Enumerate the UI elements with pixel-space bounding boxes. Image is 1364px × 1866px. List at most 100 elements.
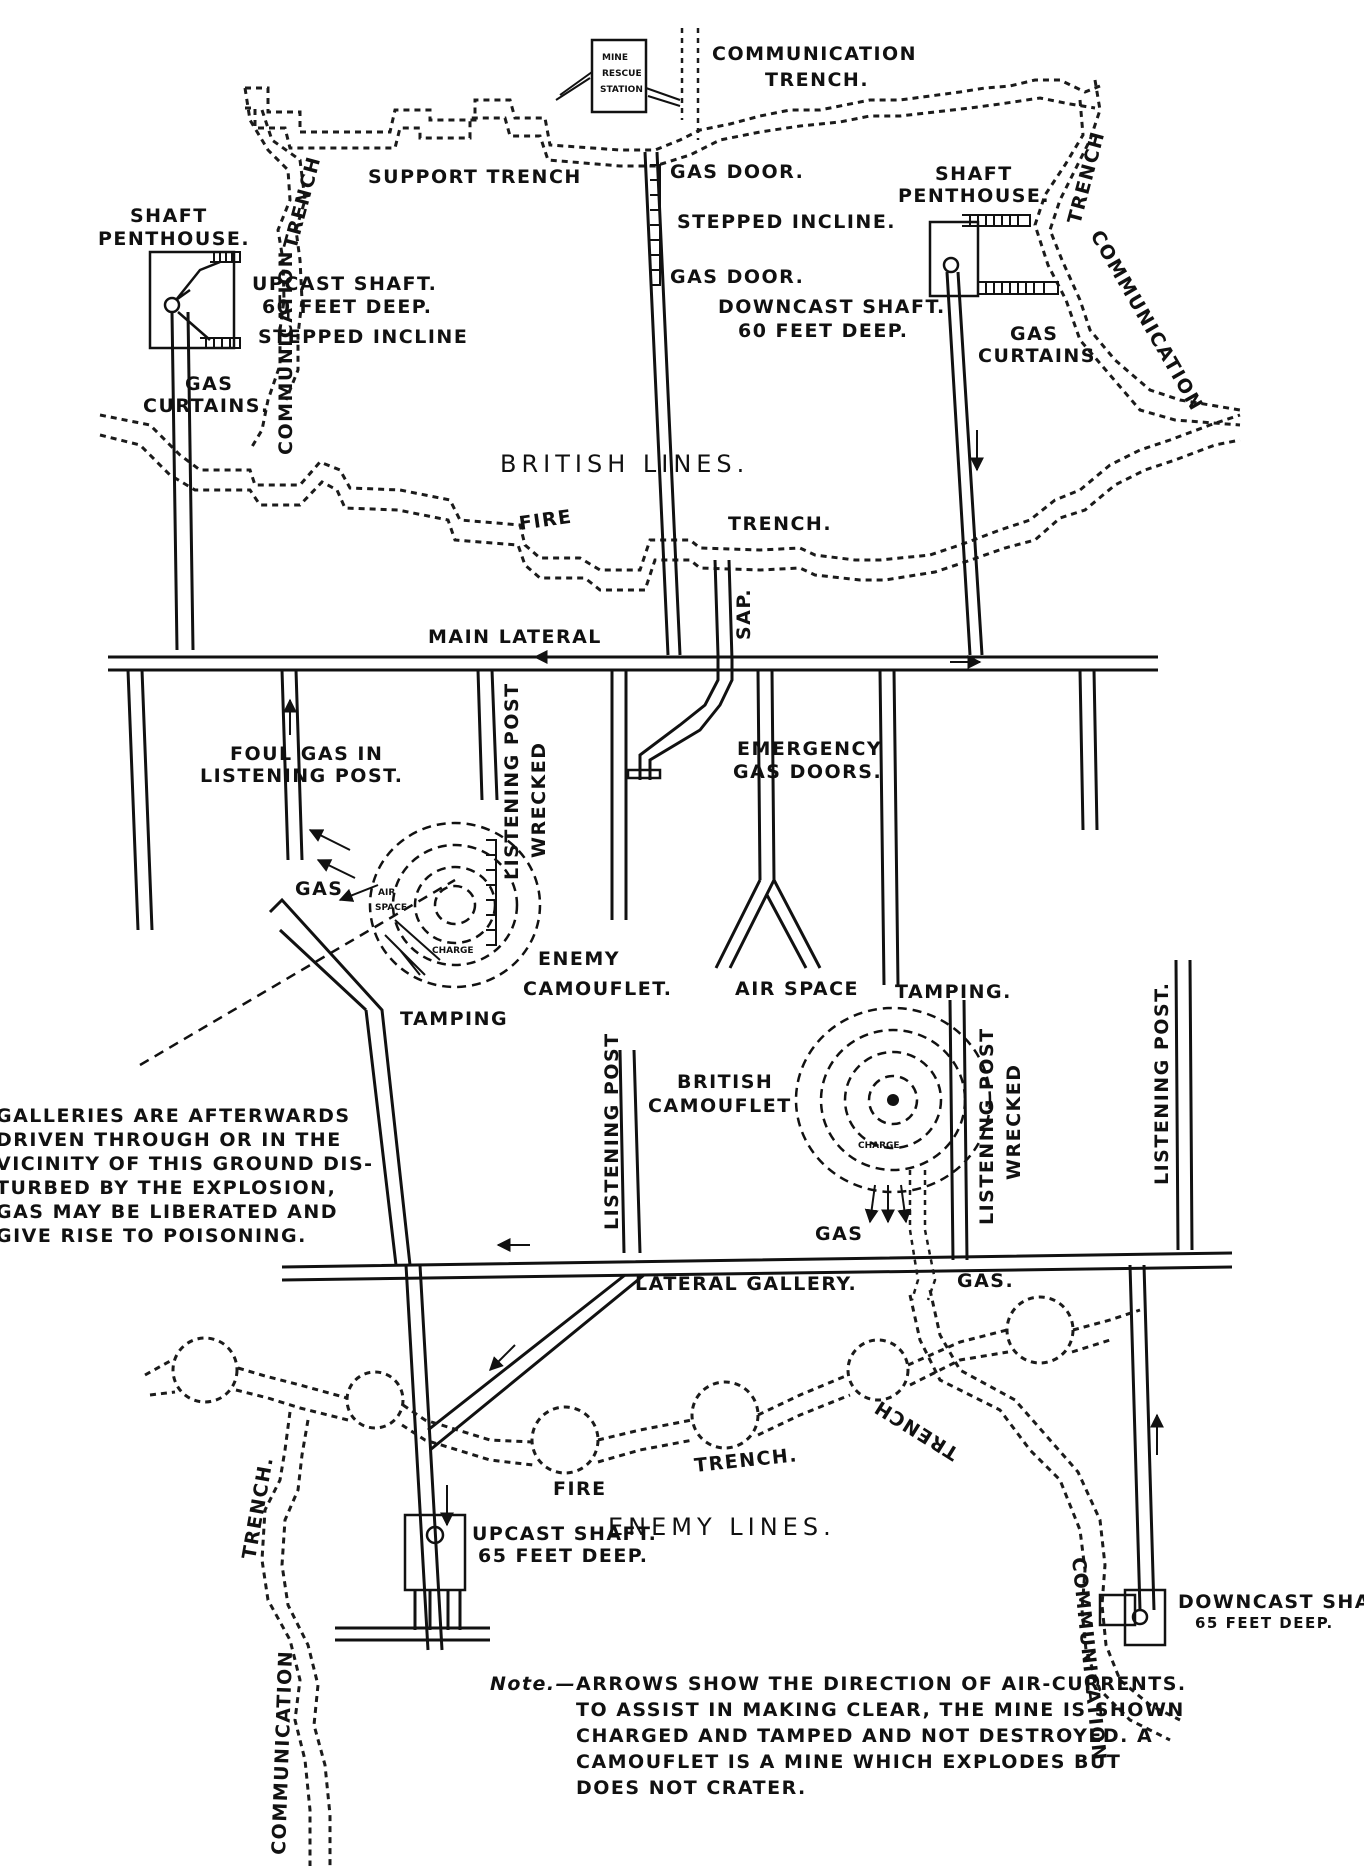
mine-rescue-label-1: MINE (602, 53, 628, 63)
gas-door-label-1: GAS DOOR. (670, 161, 804, 183)
emergency-gas-doors-label-2: GAS DOORS. (733, 761, 882, 783)
upcast-shaft-bottom-label-2: 65 FEET DEEP. (478, 1545, 648, 1567)
communication-trench-label-2: TRENCH. (765, 69, 869, 91)
fire-trench-british (99, 413, 1241, 592)
note-line-4: CAMOUFLET IS A MINE WHICH EXPLODES BUT (576, 1751, 1121, 1773)
main-lateral (108, 655, 1158, 672)
lateral-gallery-label: LATERAL GALLERY. (635, 1273, 857, 1295)
gas-door-label-2: GAS DOOR. (670, 266, 804, 288)
left-shaft-penthouse (148, 250, 241, 350)
communication-trench-label-1: COMMUNICATION (712, 43, 917, 65)
enemy-camouflet-label-2: CAMOUFLET. (523, 978, 673, 1000)
right-shaft-penthouse (928, 214, 1059, 298)
communication-left-vertical-label: COMMUNICATION (275, 250, 297, 455)
note-line-3: CHARGED AND TAMPED AND NOT DESTROYED. A (576, 1725, 1153, 1747)
main-lateral-label: MAIN LATERAL (428, 626, 602, 648)
tamping-left-label: TAMPING (400, 1008, 508, 1030)
tamping-right-label: TAMPING. (895, 981, 1012, 1003)
foul-gas-label-2: LISTENING POST. (200, 765, 403, 787)
british-camouflet (794, 1006, 992, 1194)
sap-label: SAP. (733, 588, 755, 640)
fire-label: FIRE (518, 506, 574, 535)
support-trench-label: SUPPORT TRENCH (368, 166, 582, 188)
support-trench (245, 78, 1101, 168)
trench-lower-right-label: TRENCH (870, 1395, 963, 1464)
gas-curtains-left-label-1: GAS (185, 373, 233, 395)
shaft-penthouse-right-label-2: PENTHOUSE. (898, 185, 1050, 207)
downcast-shaft-top-label-1: DOWNCAST SHAFT. (718, 296, 946, 318)
downcast-shaft-bottom-label-2: 65 FEET DEEP. (1195, 1614, 1334, 1632)
enemy-camouflet-label-1: ENEMY (538, 948, 620, 970)
listening-post-left-label: LISTENING POST (601, 1032, 623, 1230)
warning-line-3: VICINITY OF THIS GROUND DIS- (0, 1153, 374, 1175)
warning-note: GALLERIES ARE AFTERWARDS DRIVEN THROUGH … (0, 1105, 374, 1247)
note-line-2: TO ASSIST IN MAKING CLEAR, THE MINE IS S… (576, 1699, 1185, 1721)
communication-lower-left-label: COMMUNICATION (268, 1649, 297, 1855)
upcast-shaft-top-label-2: 60 FEET DEEP. (262, 296, 432, 318)
enemy-camouflet (368, 821, 542, 989)
note-prefix: Note.— (490, 1673, 576, 1695)
enemy-communication-trench-right (908, 1289, 1181, 1742)
main-lateral-branches (126, 669, 1099, 986)
note-line-5: DOES NOT CRATER. (576, 1777, 807, 1799)
stepped-incline-left-label: STEPPED INCLINE (258, 326, 468, 348)
enemy-fire-trench (144, 1295, 1141, 1475)
bottom-note: Note.— ARROWS SHOW THE DIRECTION OF AIR-… (490, 1673, 1187, 1799)
pointer-line (139, 878, 456, 1067)
mine-rescue-label-3: STATION (600, 85, 643, 95)
emergency-gas-doors-label-1: EMERGENCY (737, 738, 882, 760)
enemy-downcast-shaft (1098, 1588, 1167, 1647)
british-lines-title: BRITISH LINES. (500, 450, 749, 478)
air-space-left-label-1: AIR (378, 888, 395, 898)
shaft-penthouse-right-label-1: SHAFT (935, 163, 1013, 185)
listening-post-wrecked-left-label-1: LISTENING POST (501, 682, 523, 880)
enemy-galleries (268, 897, 1194, 1651)
gas-trail (908, 1170, 937, 1301)
mine-rescue-label-2: RESCUE (602, 69, 642, 79)
shaft-penthouse-left-label-1: SHAFT (130, 205, 208, 227)
mine-rescue-station: MINE RESCUE STATION (555, 38, 681, 114)
warning-line-4: TURBED BY THE EXPLOSION, (0, 1177, 336, 1199)
listening-post-wrecked-right-label-2: WRECKED (1003, 1064, 1025, 1180)
gas-curtains-right-label-1: GAS (1010, 323, 1058, 345)
shaft-penthouse-left-label-2: PENTHOUSE. (98, 228, 250, 250)
gas-left-label: GAS (295, 878, 343, 900)
enemy-lines-title: ENEMY LINES. (608, 1513, 836, 1541)
warning-line-5: GAS MAY BE LIBERATED AND (0, 1201, 338, 1223)
foul-gas-label-1: FOUL GAS IN (230, 743, 383, 765)
gas-curtains-left-label-2: CURTAINS. (143, 395, 270, 417)
gas-right-label: GAS (815, 1223, 863, 1245)
downcast-shaft-top-label-2: 60 FEET DEEP. (738, 320, 908, 342)
listening-post-right-label: LISTENING POST. (1151, 982, 1173, 1185)
trench-upper-label: TRENCH. (728, 513, 832, 535)
british-camouflet-label-1: BRITISH (677, 1071, 773, 1093)
charge-right-label: CHARGE (858, 1141, 900, 1151)
trench-lower-label: TRENCH. (693, 1444, 799, 1477)
enemy-upcast-shaft (335, 1513, 490, 1642)
right-communication-trench (1033, 79, 1241, 427)
air-current-arrows (283, 430, 1164, 1527)
gas-curtains-right-label-2: CURTAINS (978, 345, 1096, 367)
downcast-shaft-bottom-label-1: DOWNCAST SHAFT (1178, 1591, 1364, 1613)
communication-trench-top (680, 28, 700, 140)
lateral-gallery (281, 1251, 1233, 1282)
enemy-communication-trench-left (260, 1411, 332, 1866)
british-camouflet-label-2: CAMOUFLET (648, 1095, 792, 1117)
air-space-right-label: AIR SPACE (735, 978, 859, 1000)
trench-lower-left-label: TRENCH. (238, 1455, 278, 1561)
fire-lower-label: FIRE (553, 1478, 607, 1500)
charge-left-label: CHARGE (432, 946, 474, 956)
warning-line-1: GALLERIES ARE AFTERWARDS (0, 1105, 351, 1127)
warning-line-6: GIVE RISE TO POISONING. (0, 1225, 307, 1247)
upcast-shaft-bottom-label-1: UPCAST SHAFT. (472, 1523, 657, 1545)
gas-lateral-label: GAS. (957, 1270, 1014, 1292)
left-communication-trench (243, 87, 307, 451)
air-space-left-label-2: SPACE (375, 903, 407, 913)
upcast-shaft-top-label-1: UPCAST SHAFT. (252, 273, 437, 295)
stepped-incline-right-label: STEPPED INCLINE. (677, 211, 896, 233)
communication-right-vertical-label: COMMUNICATION (1086, 227, 1208, 416)
warning-line-2: DRIVEN THROUGH OR IN THE (0, 1129, 342, 1151)
listening-post-wrecked-right-label-1: LISTENING POST (976, 1027, 998, 1225)
note-line-1: ARROWS SHOW THE DIRECTION OF AIR-CURRENT… (576, 1673, 1187, 1695)
